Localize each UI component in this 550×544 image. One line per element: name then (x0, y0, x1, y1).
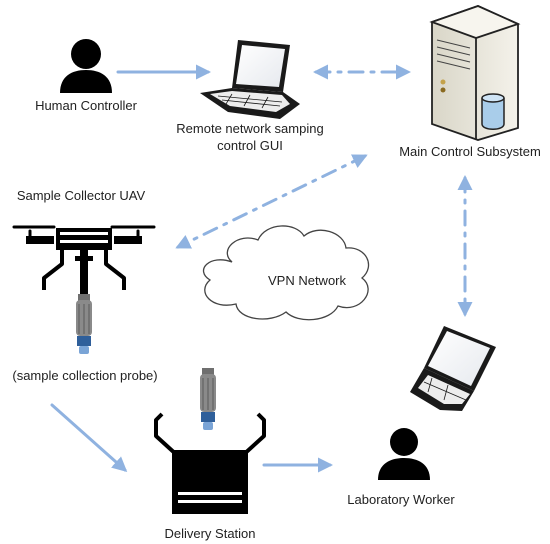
laptop-icon (410, 326, 496, 411)
laboratory-worker-icon (378, 428, 430, 480)
probe-icon (200, 368, 216, 430)
human-controller-icon (60, 39, 112, 93)
label-sample-collector: Sample Collector UAV (16, 188, 146, 203)
label-main-control: Main Control Subsystem (399, 144, 541, 159)
label-probe: (sample collection probe) (12, 368, 158, 383)
label-delivery-station: Delivery Station (164, 526, 256, 541)
server-icon (429, 5, 521, 141)
arrows (50, 64, 473, 473)
arrow-probe-to-delivery (50, 403, 128, 472)
label-human-controller: Human Controller (35, 98, 137, 113)
probe-icon (76, 294, 92, 354)
label-remote-gui-line1: Remote network samping (176, 121, 324, 136)
laptop-icon (200, 40, 300, 119)
label-vpn: VPN Network (267, 273, 347, 288)
database-icon (481, 93, 505, 130)
label-lab-worker: Laboratory Worker (347, 492, 455, 507)
label-remote-gui-line2: control GUI (217, 138, 283, 153)
drone-icon (12, 225, 156, 294)
delivery-station-icon (154, 412, 266, 514)
cloud-icon (203, 225, 370, 321)
arrow-server-uav (175, 154, 368, 249)
